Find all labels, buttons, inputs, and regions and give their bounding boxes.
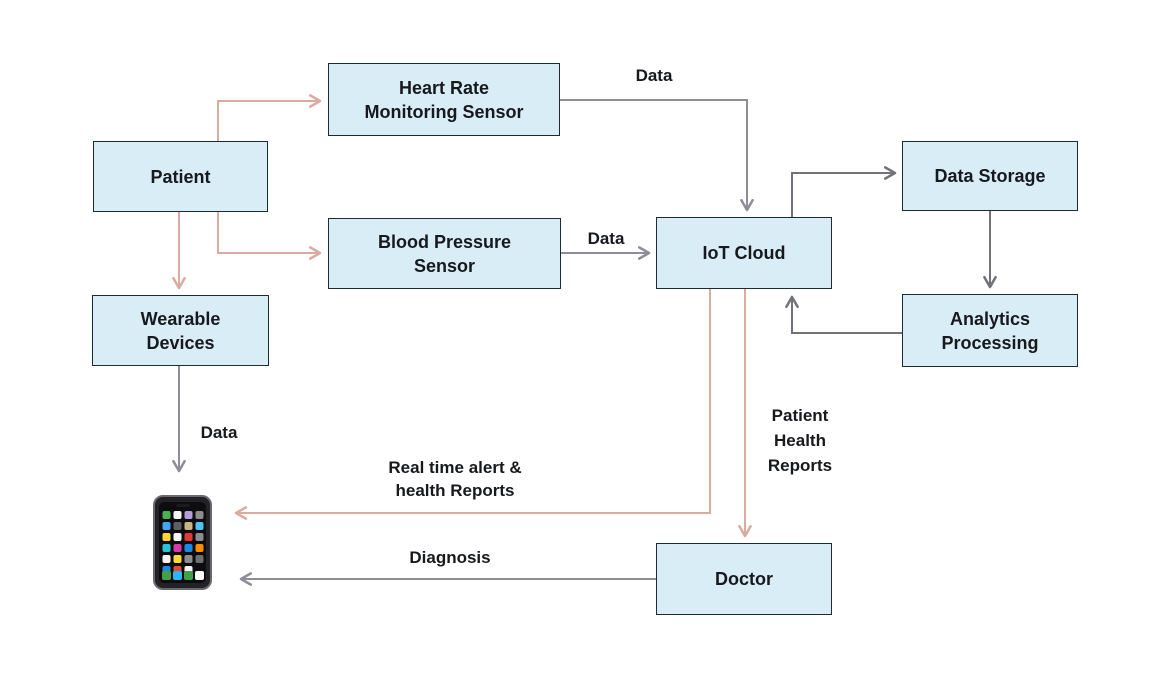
app-icon xyxy=(184,511,192,519)
edge-label-diagnosis: Diagnosis xyxy=(409,548,491,567)
edge-patient-to-heart-rate xyxy=(217,94,322,141)
node-data-storage-label: Data Storage xyxy=(934,166,1046,186)
app-icon xyxy=(184,522,192,530)
node-iot-cloud: IoT Cloud xyxy=(656,217,832,289)
smartphone-notch xyxy=(175,504,190,507)
edge-label-patient-health-reports: Patient Health Reports xyxy=(767,406,833,475)
app-icon xyxy=(162,555,170,563)
node-patient: Patient xyxy=(93,141,268,212)
app-icon xyxy=(173,511,181,519)
edge-cloud-to-phone xyxy=(234,289,711,520)
app-icon xyxy=(161,571,171,580)
app-icon xyxy=(173,522,181,530)
node-data-storage: Data Storage xyxy=(902,141,1078,211)
smartphone-app-grid xyxy=(162,511,203,574)
edge-label-real-time-alert: Real time alert & health Reports xyxy=(388,458,522,500)
app-icon xyxy=(162,511,170,519)
node-analytics-label: Analytics Processing xyxy=(941,308,1039,353)
edge-label-data-heart-rate: Data xyxy=(635,66,673,85)
edge-analytics-to-cloud xyxy=(785,295,902,334)
app-icon xyxy=(162,566,170,574)
node-heart-rate-label: Heart Rate Monitoring Sensor xyxy=(364,77,524,122)
app-icon xyxy=(184,566,192,574)
app-icon xyxy=(173,566,181,574)
smartphone-dock xyxy=(161,571,204,580)
app-icon xyxy=(194,571,204,580)
smartphone-screen xyxy=(159,502,206,583)
edge-label-data-wearable: Data xyxy=(200,423,238,442)
node-heart-rate-monitoring-sensor: Heart Rate Monitoring Sensor xyxy=(328,63,560,136)
app-icon xyxy=(184,533,192,541)
app-icon xyxy=(162,533,170,541)
edge-label-data-blood-pressure: Data xyxy=(587,229,625,248)
app-icon xyxy=(195,511,203,519)
node-wearable-devices: Wearable Devices xyxy=(92,295,269,366)
app-icon xyxy=(173,544,181,552)
node-doctor: Doctor xyxy=(656,543,832,615)
node-wearable-label: Wearable Devices xyxy=(140,308,221,353)
node-doctor-label: Doctor xyxy=(715,569,773,589)
app-icon xyxy=(162,522,170,530)
edge-patient-to-blood-pressure xyxy=(217,212,322,260)
app-icon xyxy=(184,544,192,552)
app-icon xyxy=(183,571,193,580)
app-icon xyxy=(195,555,203,563)
node-blood-pressure-sensor: Blood Pressure Sensor xyxy=(328,218,561,289)
app-icon xyxy=(173,555,181,563)
smartphone-icon xyxy=(153,495,212,590)
node-analytics-processing: Analytics Processing xyxy=(902,294,1078,367)
edge-heart-rate-to-cloud xyxy=(560,99,754,212)
app-icon xyxy=(172,571,182,580)
app-icon xyxy=(195,522,203,530)
app-icon xyxy=(195,544,203,552)
app-icon xyxy=(195,533,203,541)
app-icon xyxy=(162,544,170,552)
app-icon xyxy=(173,533,181,541)
edge-cloud-to-data-storage xyxy=(791,166,897,217)
node-iot-cloud-label: IoT Cloud xyxy=(702,243,786,263)
node-blood-pressure-label: Blood Pressure Sensor xyxy=(377,231,512,276)
node-patient-label: Patient xyxy=(150,166,211,187)
app-icon xyxy=(184,555,192,563)
